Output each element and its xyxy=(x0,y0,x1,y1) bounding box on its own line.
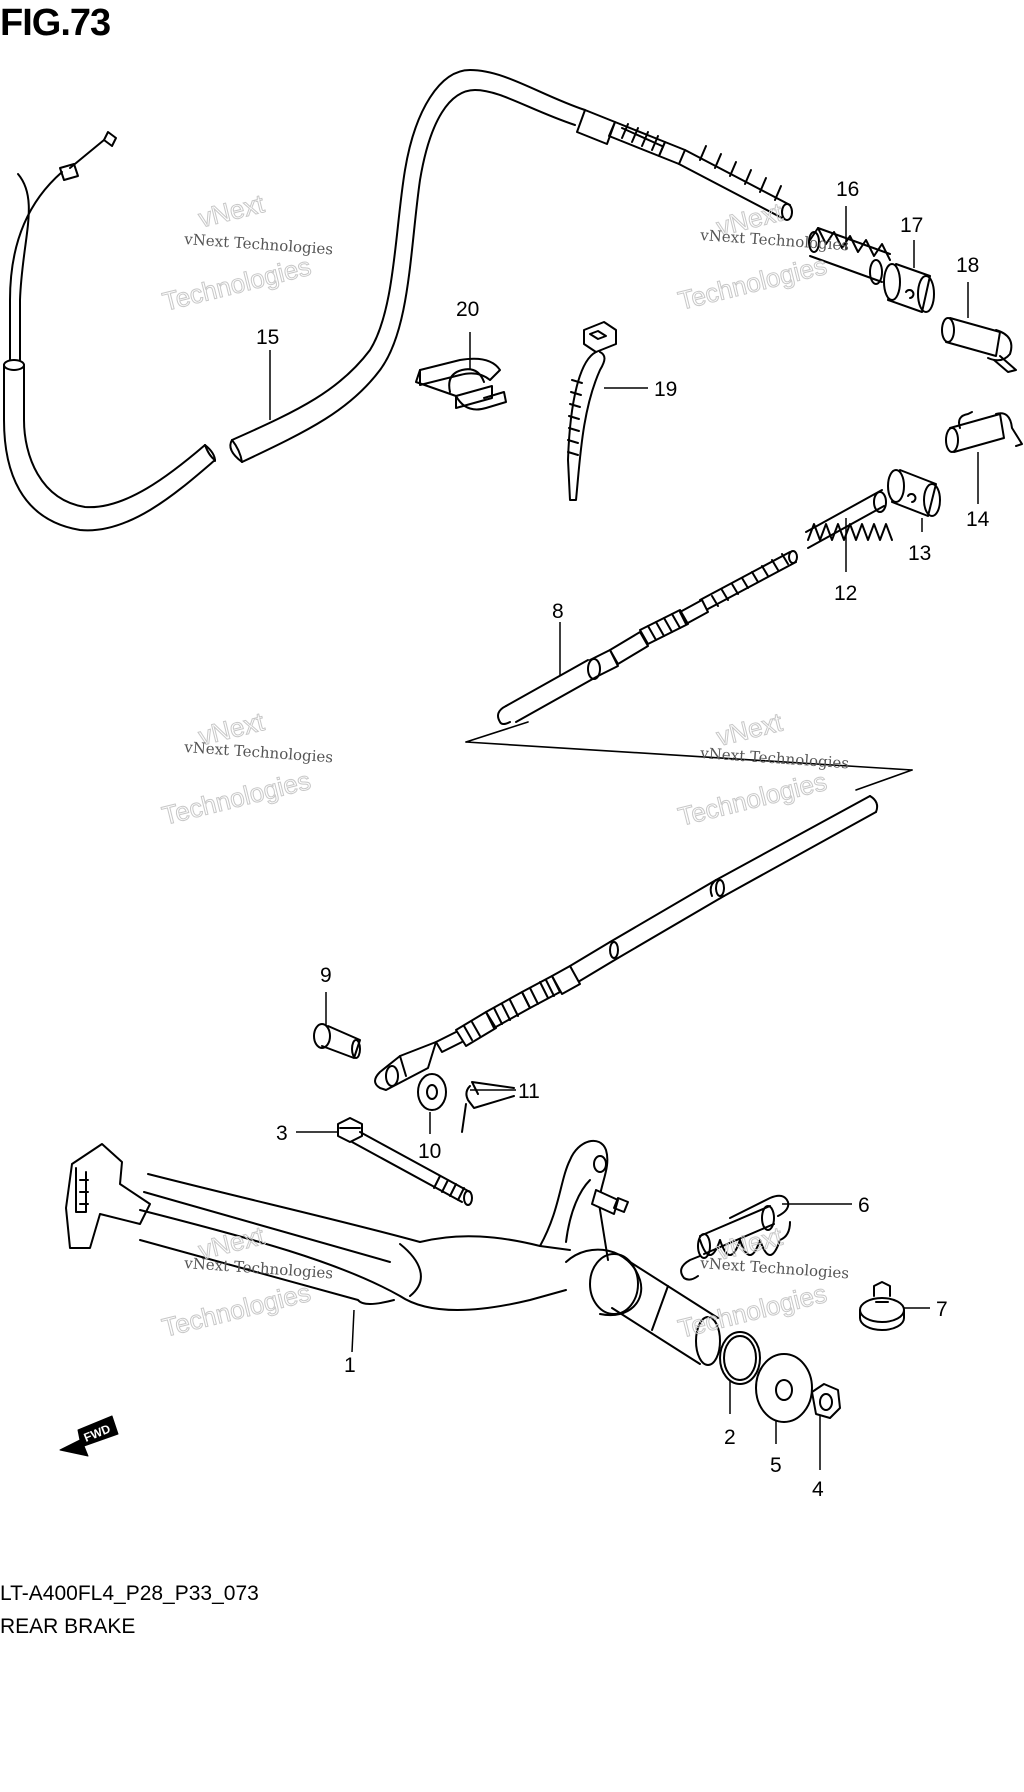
callout-18: 18 xyxy=(956,254,979,277)
part-15-cable xyxy=(3,69,793,532)
part-8-cable xyxy=(374,550,913,1091)
callout-4: 4 xyxy=(812,1478,824,1501)
part-17-collar xyxy=(883,263,935,313)
part-1-pedal xyxy=(65,1139,721,1366)
watermark-brand-sub: Technologies xyxy=(675,766,830,832)
callout-3: 3 xyxy=(276,1122,288,1145)
callout-5: 5 xyxy=(770,1454,782,1477)
watermark-brand-sub: Technologies xyxy=(675,250,830,316)
figure-code: LT-A400FL4_P28_P33_073 xyxy=(0,1582,259,1605)
part-16-spring xyxy=(808,227,891,285)
watermark-2: vNext vNext Technologies Technologies xyxy=(675,196,850,316)
watermark-6: vNext vNext Technologies Technologies xyxy=(675,1220,850,1344)
part-7-nut xyxy=(859,1281,905,1331)
callout-17: 17 xyxy=(900,214,923,237)
callout-12: 12 xyxy=(834,582,857,605)
figure-name: REAR BRAKE xyxy=(0,1615,136,1638)
callout-1: 1 xyxy=(344,1354,356,1377)
watermark-text: vNext Technologies xyxy=(699,744,850,772)
watermark-3: vNext vNext Technologies Technologies xyxy=(158,706,334,832)
fwd-arrow-icon xyxy=(59,1415,119,1457)
callout-19: 19 xyxy=(654,378,677,401)
watermark-1: vNext vNext Technologies Technologies xyxy=(159,188,334,318)
part-19-tie xyxy=(567,321,617,501)
part-9-pin xyxy=(313,1023,361,1059)
watermark-4: vNext vNext Technologies Technologies xyxy=(675,706,850,832)
callout-13: 13 xyxy=(908,542,931,565)
callout-9: 9 xyxy=(320,964,332,987)
callout-7: 7 xyxy=(936,1298,948,1321)
part-6-spring xyxy=(680,1194,791,1281)
part-18-joint xyxy=(941,317,1017,373)
watermark-brand-sub: Technologies xyxy=(159,765,314,831)
part-3-bolt xyxy=(337,1117,473,1206)
watermark-brand: vNext xyxy=(195,188,267,233)
callout-10: 10 xyxy=(418,1140,441,1163)
part-20-clamp xyxy=(415,357,507,411)
watermark-brand-sub: Technologies xyxy=(159,1277,314,1343)
callout-8: 8 xyxy=(552,600,564,623)
callout-11: 11 xyxy=(518,1080,540,1103)
part-4-nut xyxy=(811,1383,841,1419)
part-10-washer xyxy=(417,1073,447,1111)
part-2-circlip xyxy=(719,1331,761,1385)
watermark-brand-sub: Technologies xyxy=(159,251,314,317)
callout-15: 15 xyxy=(256,326,279,349)
watermark-text: vNext Technologies xyxy=(699,1254,850,1282)
callouts: 16 17 18 20 19 15 14 13 12 8 9 10 11 3 6… xyxy=(256,178,990,1501)
callout-16: 16 xyxy=(836,178,859,201)
callout-2: 2 xyxy=(724,1426,736,1449)
watermark-brand-sub: Technologies xyxy=(675,1278,830,1344)
watermark-text: vNext Technologies xyxy=(183,230,334,258)
callout-20: 20 xyxy=(456,298,479,321)
part-13-collar xyxy=(887,469,941,517)
watermark-text: vNext Technologies xyxy=(183,738,334,766)
part-14-joint xyxy=(945,411,1023,453)
callout-14: 14 xyxy=(966,508,990,531)
figure-title: FIG.73 xyxy=(0,2,111,44)
part-12-spring xyxy=(805,489,893,549)
part-5-washer xyxy=(755,1353,813,1423)
leader-lines xyxy=(269,206,979,1470)
callout-6: 6 xyxy=(858,1194,870,1217)
